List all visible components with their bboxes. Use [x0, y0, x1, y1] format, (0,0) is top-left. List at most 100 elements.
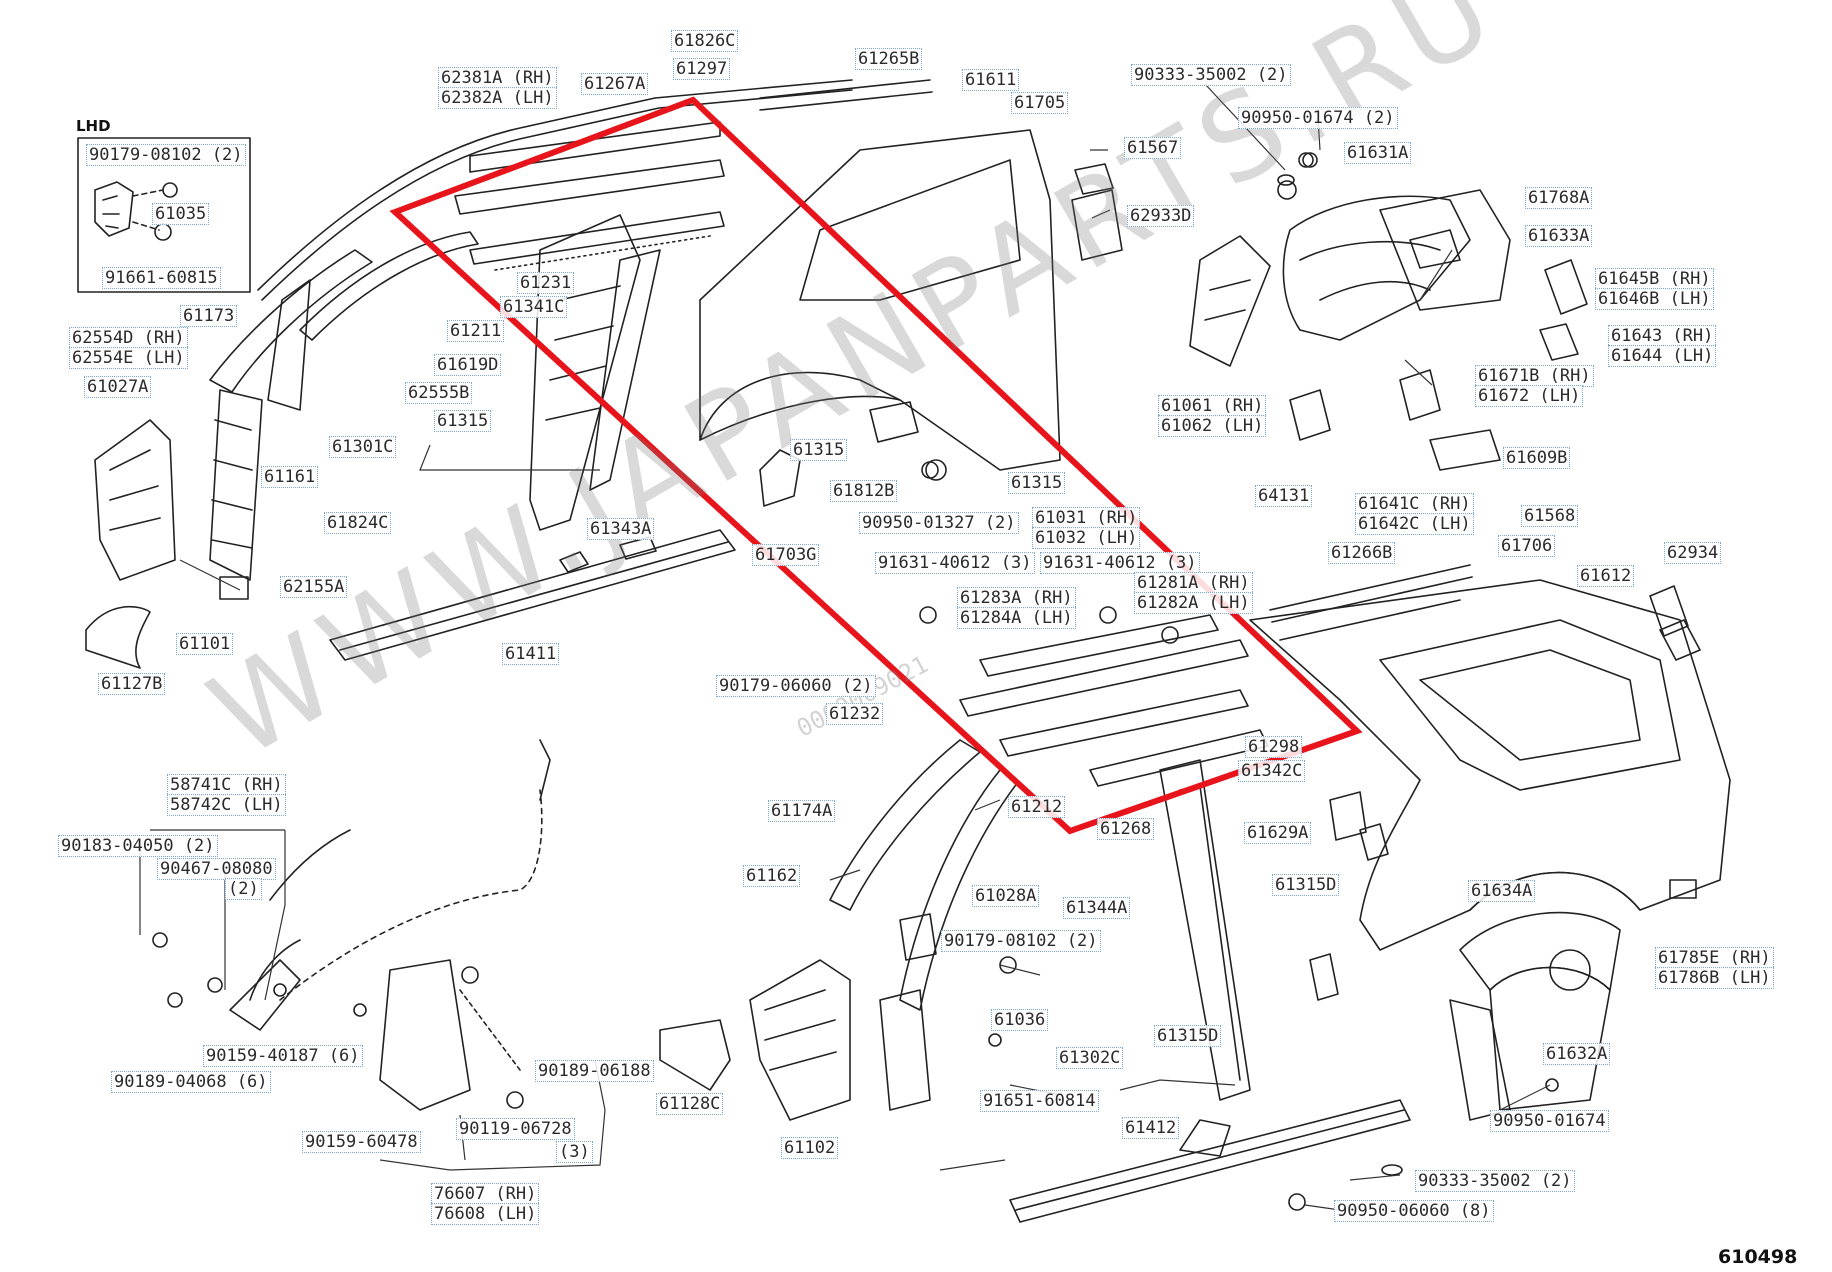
part-label-61281a[interactable]: 61281A (RH): [1134, 572, 1253, 594]
part-label-61567[interactable]: 61567: [1124, 137, 1182, 159]
part-label-61609b[interactable]: 61609B: [1503, 447, 1571, 469]
part-label-90467-qty[interactable]: (2): [225, 878, 262, 900]
part-label-61297[interactable]: 61297: [673, 58, 731, 80]
part-label-90179-08102-lhd[interactable]: 90179-08102 (2): [86, 144, 246, 166]
part-label-61268[interactable]: 61268: [1097, 818, 1155, 840]
part-label-61036[interactable]: 61036: [991, 1009, 1049, 1031]
part-label-61412[interactable]: 61412: [1122, 1117, 1180, 1139]
part-label-61629a[interactable]: 61629A: [1244, 822, 1312, 844]
part-label-61211[interactable]: 61211: [447, 320, 505, 342]
part-label-61812b[interactable]: 61812B: [830, 480, 898, 502]
part-label-61642c[interactable]: 61642C (LH): [1355, 513, 1474, 535]
part-label-64131[interactable]: 64131: [1255, 485, 1313, 507]
part-label-90950-06060[interactable]: 90950-06060 (8): [1334, 1200, 1494, 1222]
part-label-90183-04050[interactable]: 90183-04050 (2): [58, 835, 218, 857]
part-label-90159-40187[interactable]: 90159-40187 (6): [203, 1045, 363, 1067]
part-label-61315-mid[interactable]: 61315: [790, 439, 848, 461]
part-label-61826c[interactable]: 61826C: [671, 30, 739, 52]
part-label-90179-08102-lower[interactable]: 90179-08102 (2): [941, 930, 1101, 952]
part-label-61411[interactable]: 61411: [502, 643, 560, 665]
part-label-90179-06060[interactable]: 90179-06060 (2): [716, 675, 876, 697]
part-label-61062[interactable]: 61062 (LH): [1158, 415, 1267, 437]
part-label-61315d-lower[interactable]: 61315D: [1154, 1025, 1222, 1047]
part-label-76607[interactable]: 76607 (RH): [431, 1183, 540, 1205]
part-label-61341c[interactable]: 61341C: [500, 296, 568, 318]
part-label-62554e[interactable]: 62554E (LH): [69, 347, 188, 369]
part-label-61634a[interactable]: 61634A: [1468, 880, 1536, 902]
part-label-61705[interactable]: 61705: [1011, 92, 1069, 114]
part-label-62382a[interactable]: 62382A (LH): [438, 87, 557, 109]
part-label-61644[interactable]: 61644 (LH): [1608, 345, 1717, 367]
part-label-61645b[interactable]: 61645B (RH): [1595, 268, 1714, 290]
part-label-61703g[interactable]: 61703G: [752, 544, 820, 566]
part-label-61786b[interactable]: 61786B (LH): [1655, 967, 1774, 989]
part-label-61284a[interactable]: 61284A (LH): [957, 607, 1076, 629]
part-label-62555b[interactable]: 62555B: [405, 382, 473, 404]
part-label-61315-upper-left[interactable]: 61315: [434, 410, 492, 432]
part-label-61267a[interactable]: 61267A: [581, 73, 649, 95]
part-label-62381a[interactable]: 62381A (RH): [438, 67, 557, 89]
part-label-61611[interactable]: 61611: [962, 69, 1020, 91]
part-label-61343a[interactable]: 61343A: [587, 518, 655, 540]
part-label-90119-06728[interactable]: 90119-06728: [456, 1118, 575, 1140]
part-label-61643[interactable]: 61643 (RH): [1608, 325, 1717, 347]
part-label-61162[interactable]: 61162: [743, 865, 801, 887]
part-label-61672[interactable]: 61672 (LH): [1475, 385, 1584, 407]
part-label-61282a[interactable]: 61282A (LH): [1134, 592, 1253, 614]
part-label-61174a[interactable]: 61174A: [768, 800, 836, 822]
part-label-91651-60814[interactable]: 91651-60814: [980, 1090, 1099, 1112]
part-label-61298[interactable]: 61298: [1245, 736, 1303, 758]
part-label-61612[interactable]: 61612: [1577, 565, 1635, 587]
part-label-61212[interactable]: 61212: [1008, 796, 1066, 818]
part-label-61768a[interactable]: 61768A: [1525, 187, 1593, 209]
part-label-61173[interactable]: 61173: [180, 305, 238, 327]
part-label-61315d-right[interactable]: 61315D: [1272, 874, 1340, 896]
part-label-61031[interactable]: 61031 (RH): [1032, 507, 1141, 529]
part-label-61302c[interactable]: 61302C: [1056, 1047, 1124, 1069]
part-label-61706[interactable]: 61706: [1498, 535, 1556, 557]
part-label-91631-40612-left[interactable]: 91631-40612 (3): [875, 552, 1035, 574]
part-label-61161[interactable]: 61161: [261, 466, 319, 488]
part-label-90467-08080[interactable]: 90467-08080: [157, 858, 276, 880]
part-label-61283a[interactable]: 61283A (RH): [957, 587, 1076, 609]
part-label-61061[interactable]: 61061 (RH): [1158, 395, 1267, 417]
part-label-61646b[interactable]: 61646B (LH): [1595, 288, 1714, 310]
part-label-61027a[interactable]: 61027A: [84, 376, 152, 398]
part-label-90950-01674-lower[interactable]: 90950-01674: [1490, 1110, 1609, 1132]
part-label-90950-01674-top[interactable]: 90950-01674 (2): [1238, 107, 1398, 129]
part-label-61631a[interactable]: 61631A: [1344, 142, 1412, 164]
part-label-76608[interactable]: 76608 (LH): [431, 1203, 540, 1225]
part-label-90333-35002-lower[interactable]: 90333-35002 (2): [1415, 1170, 1575, 1192]
part-label-61785e[interactable]: 61785E (RH): [1655, 947, 1774, 969]
part-label-61035[interactable]: 61035: [152, 203, 210, 225]
part-label-62934[interactable]: 62934: [1664, 542, 1722, 564]
part-label-61671b[interactable]: 61671B (RH): [1475, 365, 1594, 387]
part-label-61301c[interactable]: 61301C: [329, 436, 397, 458]
part-label-61633a[interactable]: 61633A: [1525, 225, 1593, 247]
part-label-61102[interactable]: 61102: [781, 1137, 839, 1159]
part-label-61232[interactable]: 61232: [826, 703, 884, 725]
part-label-61824c[interactable]: 61824C: [324, 512, 392, 534]
part-label-91661-60815[interactable]: 91661-60815: [102, 267, 221, 289]
part-label-90119-qty[interactable]: (3): [556, 1141, 593, 1163]
part-label-90159-60478[interactable]: 90159-60478: [302, 1131, 421, 1153]
part-label-61344a[interactable]: 61344A: [1063, 897, 1131, 919]
part-label-61266b[interactable]: 61266B: [1328, 542, 1396, 564]
part-label-62155a[interactable]: 62155A: [280, 576, 348, 598]
part-label-61128c[interactable]: 61128C: [656, 1093, 724, 1115]
part-label-91631-40612-right[interactable]: 91631-40612 (3): [1040, 552, 1200, 574]
part-label-90189-04068[interactable]: 90189-04068 (6): [111, 1071, 271, 1093]
part-label-90189-06188[interactable]: 90189-06188: [535, 1060, 654, 1082]
part-label-90333-35002-top[interactable]: 90333-35002 (2): [1131, 64, 1291, 86]
part-label-61619d[interactable]: 61619D: [434, 354, 502, 376]
part-label-61231[interactable]: 61231: [517, 272, 575, 294]
part-label-61315-right[interactable]: 61315: [1008, 472, 1066, 494]
part-label-61028a[interactable]: 61028A: [972, 885, 1040, 907]
part-label-58742c[interactable]: 58742C (LH): [167, 794, 286, 816]
part-label-61265b[interactable]: 61265B: [855, 48, 923, 70]
part-label-58741c[interactable]: 58741C (RH): [167, 774, 286, 796]
part-label-61342c[interactable]: 61342C: [1238, 760, 1306, 782]
part-label-61641c[interactable]: 61641C (RH): [1355, 493, 1474, 515]
part-label-90950-01327[interactable]: 90950-01327 (2): [859, 512, 1019, 534]
part-label-61032[interactable]: 61032 (LH): [1032, 527, 1141, 549]
